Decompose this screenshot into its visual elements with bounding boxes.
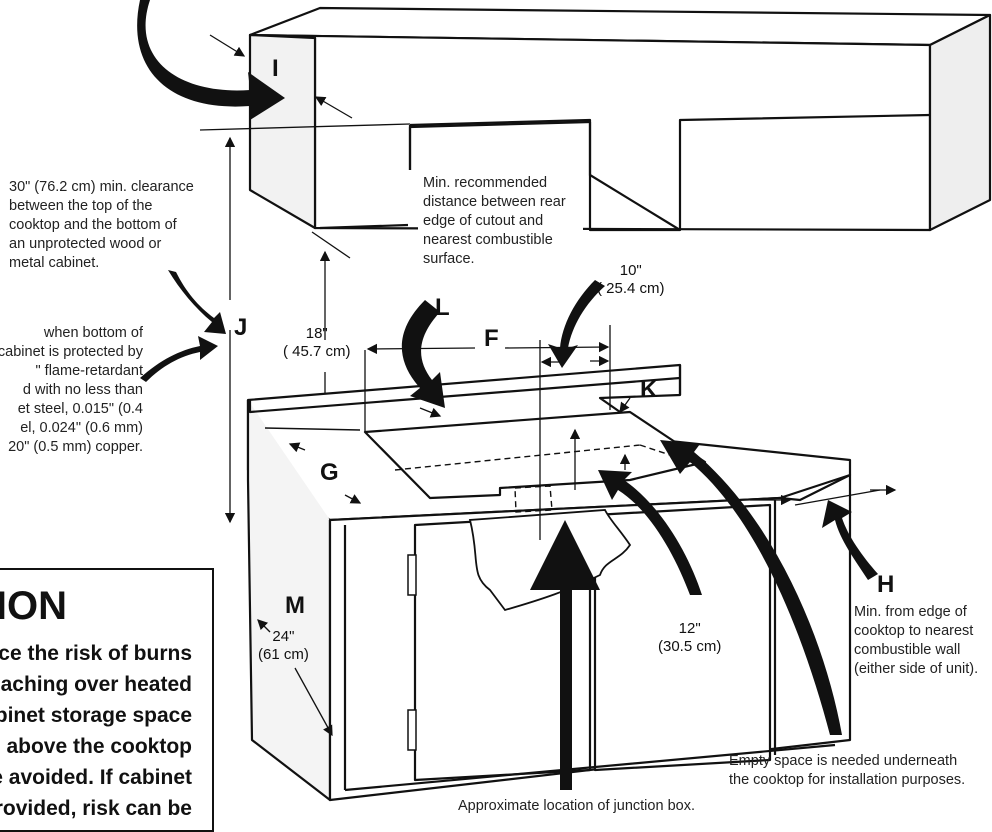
label-i: I xyxy=(272,55,279,82)
arrow-to-i xyxy=(137,0,285,120)
dimension-12in: 12" (30.5 cm) xyxy=(658,620,722,655)
note-rear-distance: Min. recommended distance between rear e… xyxy=(423,175,566,267)
dimension-10in: 10" ( 25.4 cm) xyxy=(597,262,665,297)
dimension-18in: 18" ( 45.7 cm) xyxy=(283,325,351,360)
caution-title: CAUTION xyxy=(0,584,67,628)
arrow-12in xyxy=(598,470,702,595)
label-f: F xyxy=(484,325,499,352)
arrow-junction-box xyxy=(530,520,600,790)
arrow-to-j-upper xyxy=(168,270,226,334)
note-clearance: 30" (76.2 cm) min. clearance between the… xyxy=(9,179,194,271)
label-j: J xyxy=(234,314,248,341)
arrow-empty-space xyxy=(660,440,842,735)
note-wall-distance: Min. from edge of cooktop to nearest com… xyxy=(854,604,979,677)
caution-box: CAUTION To reduce the risk of burns by r… xyxy=(0,568,214,832)
note-empty-space: Empty space is needed underneath the coo… xyxy=(729,753,966,788)
caution-text: To reduce the risk of burns by reaching … xyxy=(0,642,192,820)
upper-cabinet xyxy=(248,6,992,232)
label-h: H xyxy=(877,571,895,598)
arrow-to-j-lower xyxy=(140,336,218,382)
label-g: G xyxy=(320,459,339,486)
arrow-to-h xyxy=(822,500,878,580)
arrow-10in xyxy=(548,280,605,368)
dimension-24in: 24" (61 cm) xyxy=(258,628,309,663)
label-k: K xyxy=(640,376,658,403)
label-l: L xyxy=(435,294,450,321)
label-m: M xyxy=(285,592,305,619)
note-protected: when bottom of cabinet is protected by "… xyxy=(0,325,143,455)
arrow-to-l xyxy=(401,300,445,408)
note-junction-box: Approximate location of junction box. xyxy=(458,798,695,814)
